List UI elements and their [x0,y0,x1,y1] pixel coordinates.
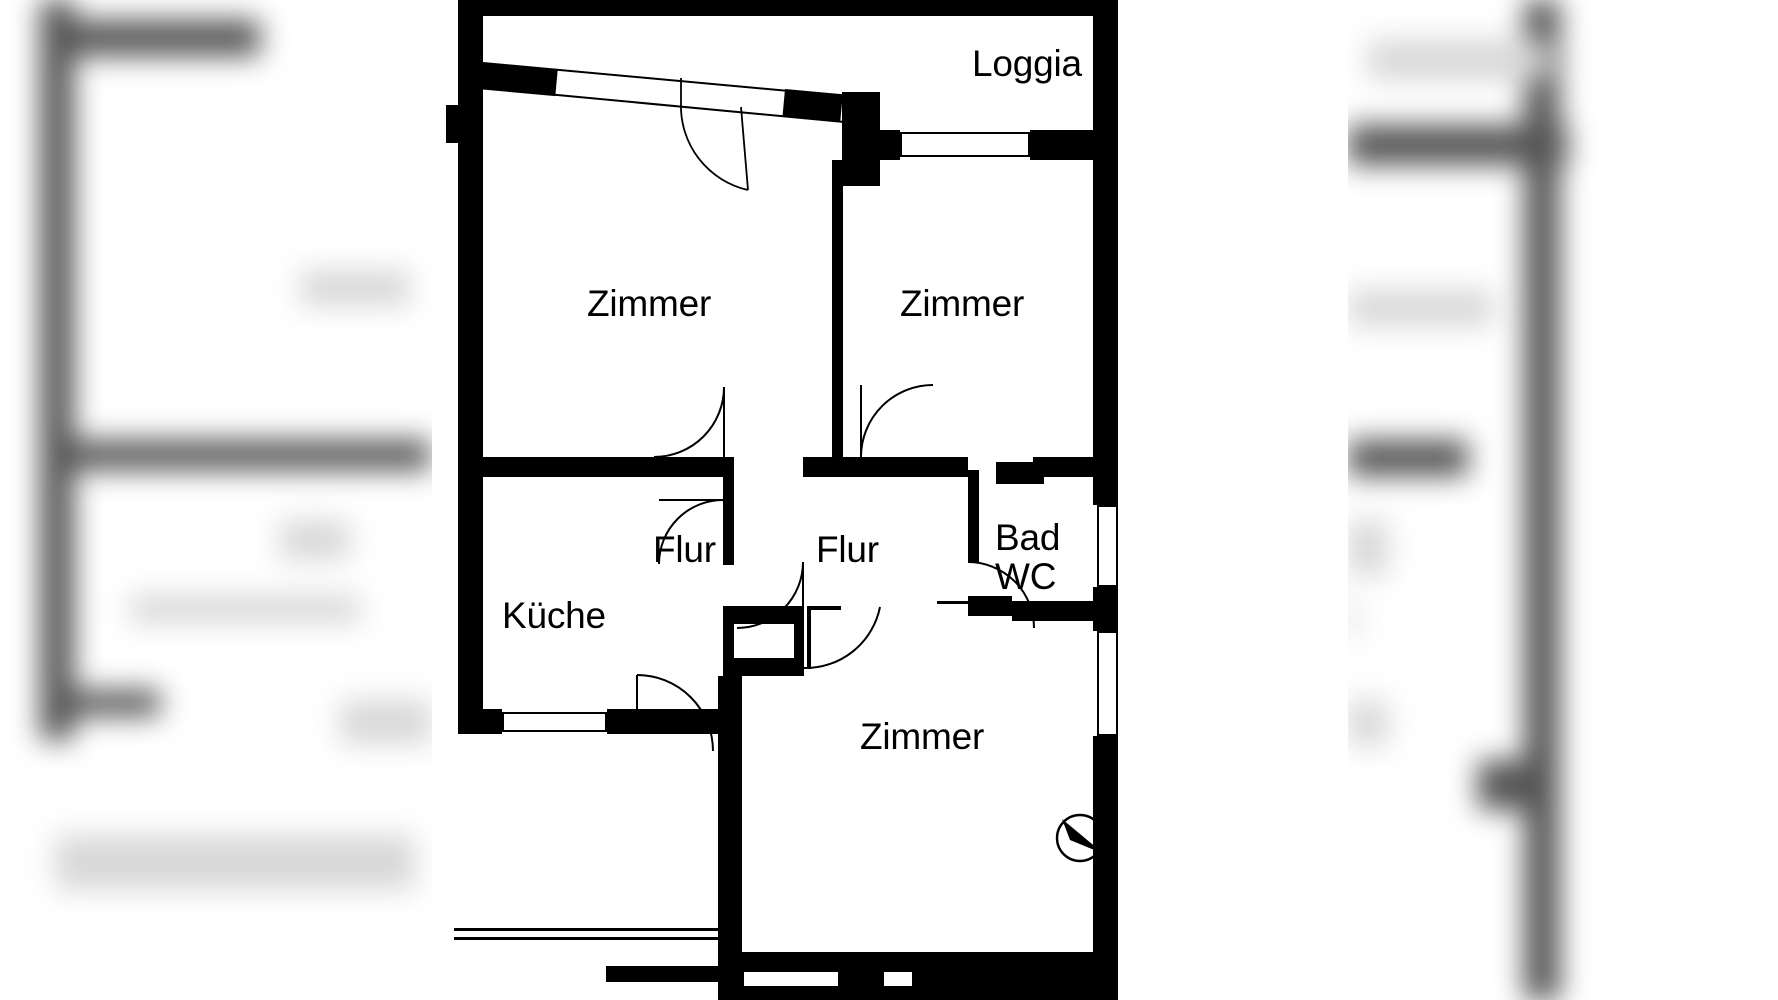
wall-kitchen-east-upper [723,470,734,565]
exterior-wall-east-upper [1093,0,1118,505]
bottom-edge-line-inner [454,937,722,940]
next-floorplan-page-blurred[interactable] [1348,0,1778,1000]
wall-bath-south-thin [937,601,972,604]
wall-kitchen-south-right [607,709,653,734]
window-bath-upper [1097,505,1118,587]
wall-bath-south-left [968,596,1012,616]
wall-corridor-north-right [1033,457,1118,477]
wall-bay-angled-solid [475,63,558,97]
apartment-floor-plan-drawing[interactable]: Loggia Zimmer Zimmer Flur Flur Küche Bad… [432,0,1348,1000]
room-label-flur-west: Flur [653,529,716,570]
window-south-small [884,972,912,986]
wall-corridor-north-bath-stub [996,462,1044,484]
window-loggia-to-room [900,132,1030,157]
exterior-wall-west [458,0,483,733]
wall-flur-east-vertical [968,470,979,562]
wall-kitchen-east-lower [723,606,734,734]
exterior-wall-north [458,0,1118,16]
wall-corridor-south-thin [807,609,811,669]
window-room-south-east [1097,631,1118,736]
wall-corridor-north-mid [803,457,968,477]
bottom-edge-line-outer [454,928,722,931]
wall-loggia-sill-right [1030,130,1093,160]
room-label-zimmer-northeast: Zimmer [900,283,1025,324]
room-label-flur-east: Flur [816,529,879,570]
wall-between-rooms-north [832,160,843,460]
wall-loggia-sill [842,130,900,160]
wall-corridor-south-step-horz [734,658,804,676]
wall-corridor-south-step-vert [794,606,804,668]
wall-south-threshold-left [606,966,720,982]
wall-kitchen-south-left [458,709,502,734]
room-label-zimmer-south: Zimmer [860,716,985,757]
wall-room-south-west [718,676,742,978]
room-label-bad: Bad [995,517,1061,558]
room-label-wc: WC [995,556,1057,597]
wall-corridor-north-left [458,457,734,477]
wall-bay-angled-right [782,89,843,123]
wall-bath-south-right [1012,601,1118,621]
previous-floorplan-page-blurred[interactable] [0,0,432,1000]
room-label-kueche: Küche [502,595,606,636]
wall-corridor-south-thin2 [807,606,841,610]
pilaster-west-upper [446,105,460,143]
room-label-loggia: Loggia [972,43,1082,84]
window-kitchen [502,712,607,732]
window-south-large [744,972,838,986]
room-label-zimmer-northwest: Zimmer [587,283,712,324]
